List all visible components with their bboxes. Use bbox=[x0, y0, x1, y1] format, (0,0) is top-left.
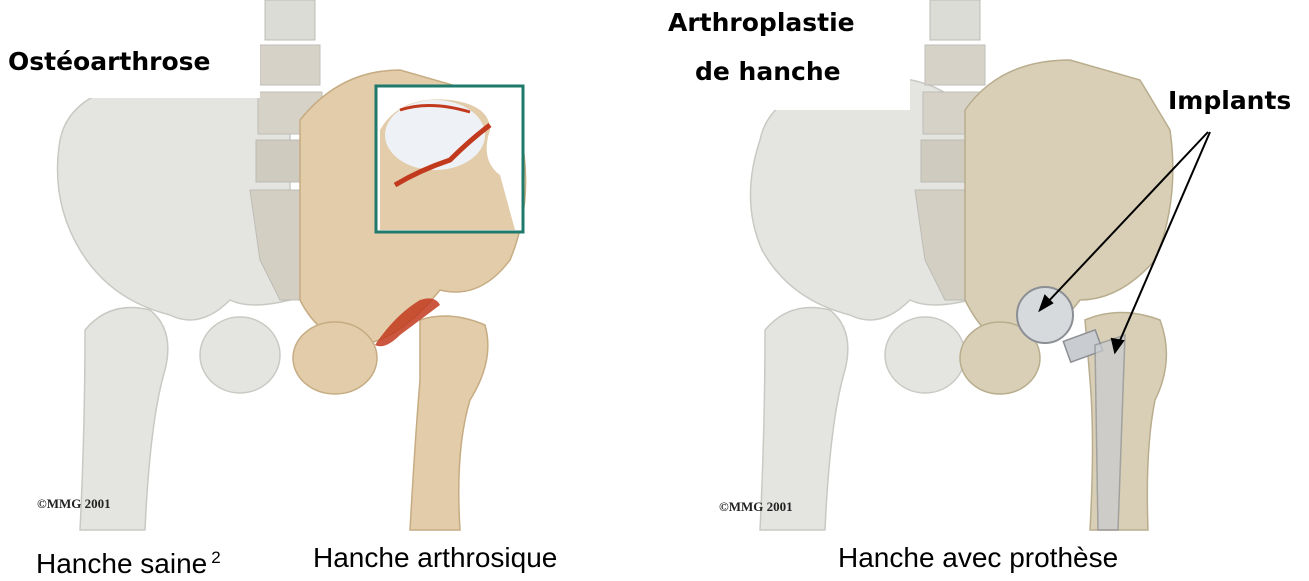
arthritic-hip-caption: Hanche arthrosique bbox=[313, 542, 557, 574]
femoral-head-inset bbox=[376, 86, 523, 232]
left-copyright: ©MMG 2001 bbox=[37, 496, 111, 512]
implants-label: Implants bbox=[1168, 86, 1291, 115]
prosthetic-side-bones bbox=[960, 60, 1173, 530]
left-pelvis-illustration bbox=[0, 0, 600, 535]
healthy-hip-label: Hanche saine bbox=[36, 548, 207, 579]
arthroplasty-title-line1: Arthroplastie bbox=[668, 6, 855, 40]
arthroplasty-title-line2: de hanche bbox=[695, 55, 841, 89]
osteoarthritis-title: Ostéoarthrose bbox=[8, 45, 211, 79]
right-copyright: ©MMG 2001 bbox=[719, 499, 793, 515]
footnote-marker: 2 bbox=[211, 548, 220, 567]
prosthesis-hip-caption: Hanche avec prothèse bbox=[838, 542, 1118, 574]
healthy-hip-bones bbox=[58, 78, 291, 531]
